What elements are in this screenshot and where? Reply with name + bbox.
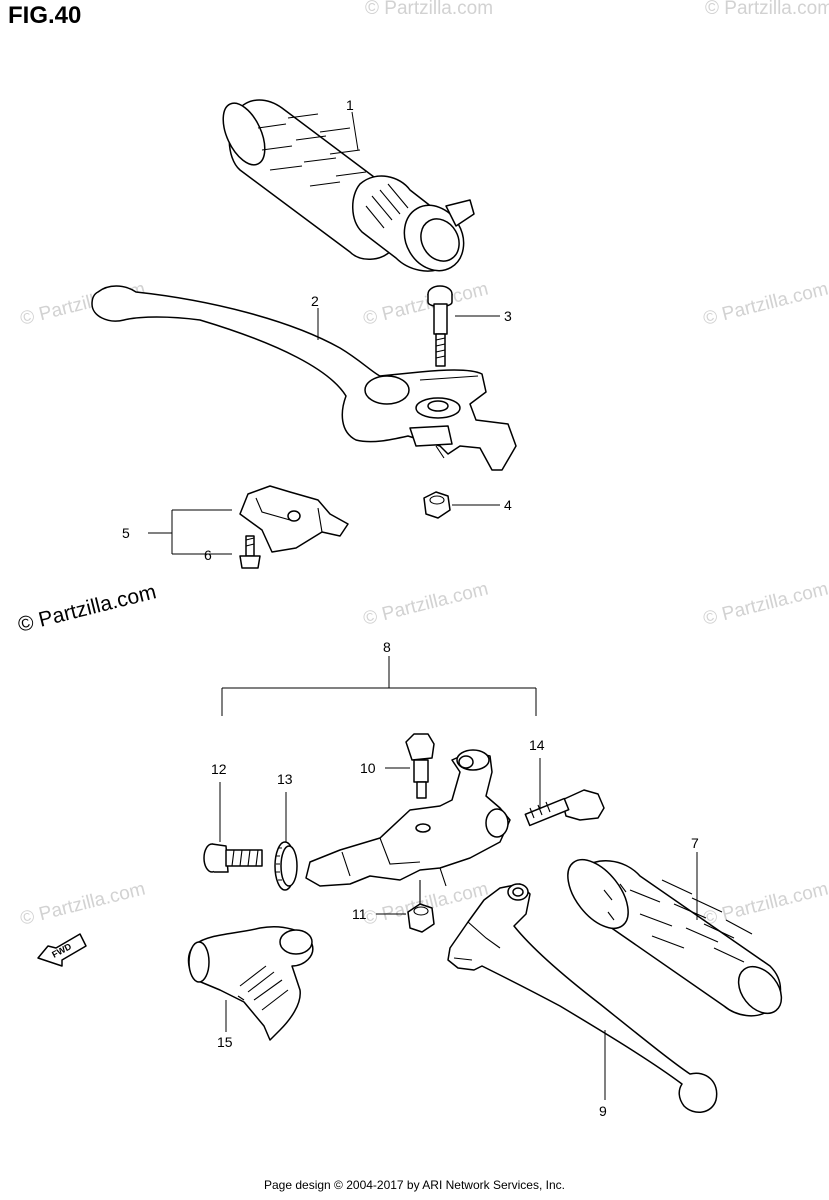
callout-4: 4	[504, 497, 512, 513]
footer-copyright: Page design © 2004-2017 by ARI Network S…	[263, 1178, 565, 1192]
callout-12: 12	[211, 761, 227, 777]
callout-8: 8	[383, 639, 391, 655]
callout-2: 2	[311, 293, 319, 309]
callout-1: 1	[346, 97, 354, 113]
watermark: © Partzilla.com	[701, 279, 829, 330]
callout-13: 13	[277, 771, 293, 787]
watermark-dark: © Partzilla.com	[16, 580, 159, 637]
callout-6: 6	[204, 547, 212, 563]
watermark: © Partzilla.com	[701, 879, 829, 930]
bracket-8	[221, 687, 537, 716]
callout-11: 11	[352, 906, 367, 922]
part-3-pivot-bolt	[427, 285, 453, 367]
part-11-nut	[407, 880, 435, 933]
watermark: © Partzilla.com	[365, 0, 493, 19]
watermark: © Partzilla.com	[701, 579, 829, 630]
callout-7: 7	[691, 835, 699, 851]
fwd-direction-marker: FWD	[37, 933, 87, 967]
figure-title: FIG.40	[8, 2, 82, 29]
part-7-left-grip	[567, 858, 783, 1017]
part-4-nut	[423, 491, 451, 519]
leader-line-1	[351, 111, 359, 151]
watermark: © Partzilla.com	[361, 279, 490, 330]
callout-3: 3	[504, 308, 512, 324]
callout-10: 10	[360, 760, 376, 776]
part-9-clutch-lever	[447, 883, 718, 1113]
part-14-bolt	[524, 789, 605, 827]
part-12-screw	[203, 843, 263, 873]
callout-15: 15	[217, 1034, 233, 1050]
part-10-bolt	[405, 733, 435, 799]
part-6-screw	[239, 535, 261, 569]
watermark: © Partzilla.com	[361, 579, 490, 630]
part-13-adjuster	[274, 841, 298, 891]
watermark: © Partzilla.com	[705, 0, 829, 19]
watermark: © Partzilla.com	[18, 879, 147, 930]
callout-14: 14	[529, 737, 545, 753]
bracket-5-6	[148, 509, 232, 555]
callout-9: 9	[599, 1103, 607, 1119]
part-1-throttle-grip	[222, 99, 475, 272]
part-5-brake-switch	[239, 485, 349, 553]
part-15-lever-cover	[187, 926, 314, 1041]
part-8-clutch-bracket	[305, 749, 511, 887]
callout-5: 5	[122, 525, 130, 541]
part-2-brake-lever	[91, 285, 517, 471]
